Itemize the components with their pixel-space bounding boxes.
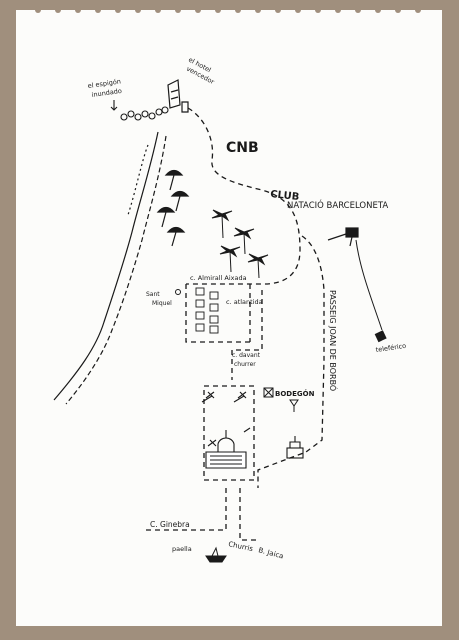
lighthouse-icon [286, 436, 304, 459]
hotel-icon [167, 79, 189, 113]
label-cnb: CNB [226, 140, 259, 156]
notebook-holes [35, 7, 421, 13]
label-paella: paella [172, 545, 192, 553]
label-passeig: PASSEIG JOAN DE BORBÓ [328, 290, 339, 391]
label-bodegon: BODEGÓN [275, 389, 315, 398]
palm-tree-icon [211, 209, 269, 279]
label-davant-line2: churrer [234, 361, 256, 368]
coastline [53, 131, 167, 405]
lifeguard-tower-icon [327, 227, 359, 247]
breakwater-icon [110, 100, 169, 121]
label-sant-line2: Miquel [152, 300, 172, 307]
label-ginebra: C. Ginebra [150, 520, 190, 529]
label-sant-line1: Sant [146, 291, 160, 298]
label-atlantida: c. atlantida [226, 298, 263, 306]
label-davant-line1: c. davant [232, 352, 261, 359]
cable-car-icon [374, 330, 387, 343]
start-point [175, 289, 181, 295]
cable-car-line [355, 239, 383, 331]
label-almirall: c. Almirall Aixada [190, 274, 247, 282]
paper-sheet [16, 10, 442, 626]
walking-route [142, 107, 325, 541]
umbrella-icon [156, 169, 190, 247]
label-natacio: NATACIÓ BARCELONETA [287, 199, 388, 211]
plane-icon [201, 391, 251, 447]
fountain-icon [205, 430, 247, 469]
wine-glass-icon [263, 387, 299, 412]
building-blocks [195, 287, 219, 334]
label-club: CLUB [270, 189, 300, 203]
boat-icon [205, 546, 227, 563]
